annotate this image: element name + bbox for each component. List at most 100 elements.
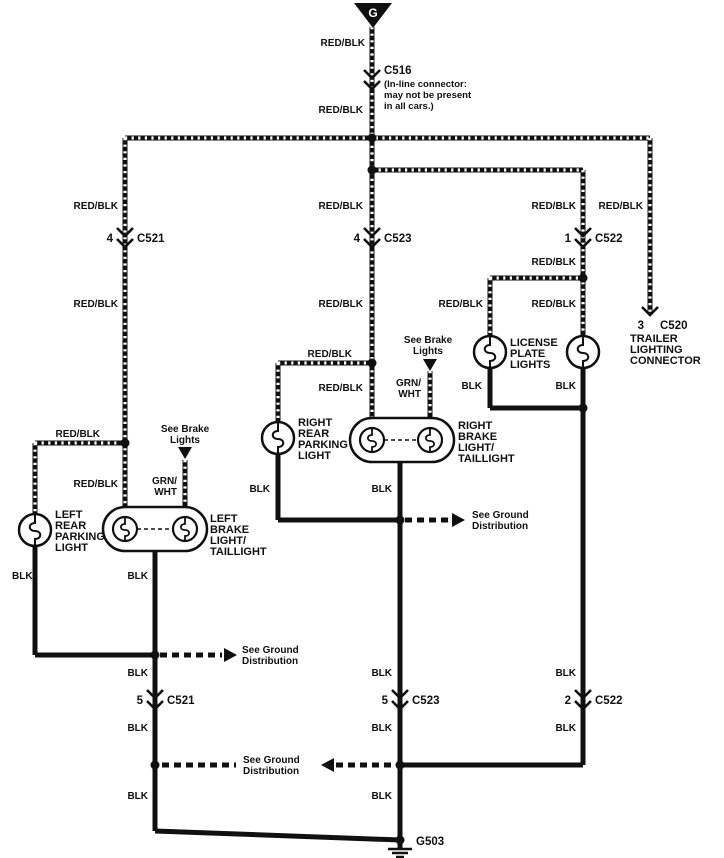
ground-wires: [32, 368, 586, 849]
c516-note-line1: (In-line connector:: [384, 79, 467, 90]
right-brake-label: RIGHT: [458, 420, 493, 432]
license-plate-bulb-right-icon: [565, 334, 601, 370]
connector-name-c516: C516: [384, 65, 412, 77]
wire-label: GRN/: [152, 476, 177, 487]
left-rear-parking-label: LIGHT: [55, 542, 88, 554]
brake-ref-arrow-right-icon: [423, 359, 437, 371]
wire-label: RED/BLK: [319, 201, 364, 212]
component-labels: LEFT REAR PARKING LIGHT LEFT BRAKE LIGHT…: [55, 333, 701, 558]
reference-lines: [160, 517, 450, 768]
left-rear-parking-bulb-icon: [17, 512, 53, 548]
connector-name-c521: C521: [167, 695, 195, 707]
bulb-icon: [416, 426, 444, 454]
c516-note-line2: may not be present: [384, 90, 472, 101]
trailer-connector-label: TRAILER: [630, 333, 678, 345]
wire-label: GRN/: [396, 378, 421, 389]
pin-number: 5: [382, 695, 389, 707]
wire-label: BLK: [555, 723, 576, 734]
wire-label: RED/BLK: [308, 349, 353, 360]
wire-label: WHT: [154, 487, 177, 498]
junction-dot: [578, 403, 588, 413]
see-brake-lights-ref: Lights: [413, 346, 443, 357]
right-brake-label: LIGHT/: [458, 442, 494, 454]
right-rear-parking-bulb-icon: [260, 420, 296, 456]
right-rear-parking-label: PARKING: [298, 439, 348, 451]
ground-ref-arrow-2-icon: [452, 513, 465, 527]
see-brake-lights-ref: See Brake: [161, 424, 210, 435]
wire-label: BLK: [127, 791, 148, 802]
wire-label: RED/BLK: [74, 479, 119, 490]
left-brake-label: LEFT: [210, 513, 238, 525]
wire-label: RED/BLK: [319, 383, 364, 394]
wire-label: RED/BLK: [74, 201, 119, 212]
left-brake-label: BRAKE: [210, 524, 249, 536]
pin-number: 2: [565, 695, 571, 707]
license-plate-label: LIGHTS: [510, 359, 550, 371]
pin-number: 3: [638, 320, 644, 332]
right-brake-label: TAILLIGHT: [458, 453, 515, 465]
lamp-housings: [101, 416, 456, 553]
junction-dot: [367, 133, 377, 143]
c516-note-line3: in all cars.): [384, 101, 434, 112]
wire-label: RED/BLK: [56, 429, 101, 440]
connector-name-c523: C523: [384, 233, 412, 245]
see-ground-distribution-ref: See Ground: [472, 510, 529, 521]
wire-label: RED/BLK: [321, 38, 366, 49]
junction-dot: [578, 273, 588, 283]
wire-label: RED/BLK: [319, 105, 364, 116]
junction-dot: [367, 358, 377, 368]
power-source-triangle-icon: [354, 3, 392, 28]
wire-label: RED/BLK: [599, 201, 644, 212]
see-ground-distribution-ref: Distribution: [243, 766, 299, 777]
see-ground-distribution-ref: See Ground: [243, 755, 300, 766]
junction-dot: [150, 650, 160, 660]
see-ground-distribution-ref: Distribution: [242, 656, 298, 667]
wire-labels: RED/BLK RED/BLK RED/BLK RED/BLK RED/BLK …: [12, 38, 644, 802]
see-ground-distribution-ref: See Ground: [242, 645, 299, 656]
trailer-connector-label: CONNECTOR: [630, 355, 701, 367]
right-rear-parking-label: LIGHT: [298, 450, 331, 462]
g503-junction-dot: [395, 835, 405, 845]
wire-label: RED/BLK: [319, 299, 364, 310]
trailer-connector-label: LIGHTING: [630, 344, 683, 356]
pin-number: 1: [565, 233, 572, 245]
wire-label: BLK: [127, 668, 148, 679]
wire-label: BLK: [461, 381, 482, 392]
left-brake-label: LIGHT/: [210, 535, 246, 547]
wire-label: BLK: [555, 381, 576, 392]
license-plate-label: PLATE: [510, 348, 545, 360]
right-brake-label: BRAKE: [458, 431, 497, 443]
junction-dot: [395, 515, 405, 525]
wire-label: RED/BLK: [439, 299, 484, 310]
wire-label: WHT: [398, 389, 421, 400]
ground-name-g503: G503: [416, 836, 444, 848]
wire-label: BLK: [371, 668, 392, 679]
power-source-label: G: [368, 6, 377, 20]
bulb-icon: [111, 515, 139, 543]
left-rear-parking-label: REAR: [55, 520, 86, 532]
junction-dot: [120, 438, 130, 448]
right-rear-parking-label: RIGHT: [298, 417, 333, 429]
wire-label: BLK: [371, 723, 392, 734]
ground-ref-arrow-1-icon: [224, 648, 237, 662]
right-rear-parking-label: REAR: [298, 428, 329, 440]
see-ground-distribution-ref: Distribution: [472, 521, 528, 532]
bulb-icon: [171, 515, 199, 543]
wire-label: RED/BLK: [74, 299, 119, 310]
connector-name-c522: C522: [595, 233, 623, 245]
wire-label: BLK: [127, 723, 148, 734]
pin-number: 4: [107, 233, 114, 245]
left-rear-parking-label: LEFT: [55, 509, 83, 521]
connector-name-c520: C520: [660, 320, 688, 332]
pin-number: 4: [354, 233, 361, 245]
connector-c520-icon: [641, 306, 659, 317]
wire-label: RED/BLK: [532, 257, 577, 268]
bulb-icon: [358, 426, 386, 454]
junction-dot: [395, 760, 405, 770]
wire-label: BLK: [555, 668, 576, 679]
ground-symbol-icon: [388, 847, 412, 858]
wire-label: BLK: [371, 484, 392, 495]
connector-labels: C516 (In-line connector: may not be pres…: [107, 65, 688, 848]
wire-label: RED/BLK: [532, 299, 577, 310]
